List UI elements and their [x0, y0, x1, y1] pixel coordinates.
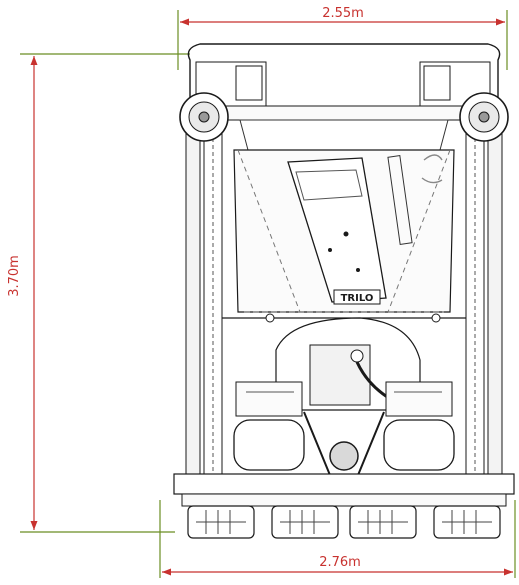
arrowhead-left-top: [30, 56, 38, 65]
right-caster-assembly: [419, 61, 509, 142]
arrowhead-left-bottom: [30, 521, 38, 530]
dimension-bottom-width: 2.76m: [159, 500, 516, 578]
machine-drawing: TRILO: [173, 43, 515, 539]
tyre-treads: [196, 510, 492, 534]
left-side-rail: [185, 129, 201, 491]
arrowhead-bottom-right: [504, 568, 513, 576]
left-brush-drum: [233, 419, 305, 471]
outer-frame: [187, 43, 501, 501]
right-brush-drum: [383, 419, 455, 471]
arrowhead-top-left: [180, 18, 189, 26]
dimension-label-left: 3.70m: [7, 255, 22, 297]
arrowhead-bottom-left: [162, 568, 171, 576]
center-gearbox: [329, 441, 359, 471]
arrowhead-top-right: [496, 18, 505, 26]
left-drive-unit: [235, 381, 303, 417]
dimension-top-width: 2.55m: [177, 6, 508, 70]
rear-bumper: [173, 473, 515, 495]
right-drive-unit: [385, 381, 453, 417]
brand-swoosh: [421, 154, 443, 184]
brand-plate-text: TRILO: [341, 293, 374, 304]
brand-plate: [333, 289, 381, 305]
top-cross-plate: [239, 119, 449, 151]
dimension-label-top: 2.55m: [322, 6, 364, 21]
dimension-left-height: 3.70m: [7, 53, 190, 533]
top-cross-beam: [221, 105, 467, 121]
dimension-label-bottom: 2.76m: [319, 555, 361, 570]
rear-axle-plate: [181, 493, 507, 507]
left-caster-assembly: [179, 61, 267, 142]
right-side-rail: [487, 129, 503, 491]
side-slot-panel: [387, 155, 413, 245]
